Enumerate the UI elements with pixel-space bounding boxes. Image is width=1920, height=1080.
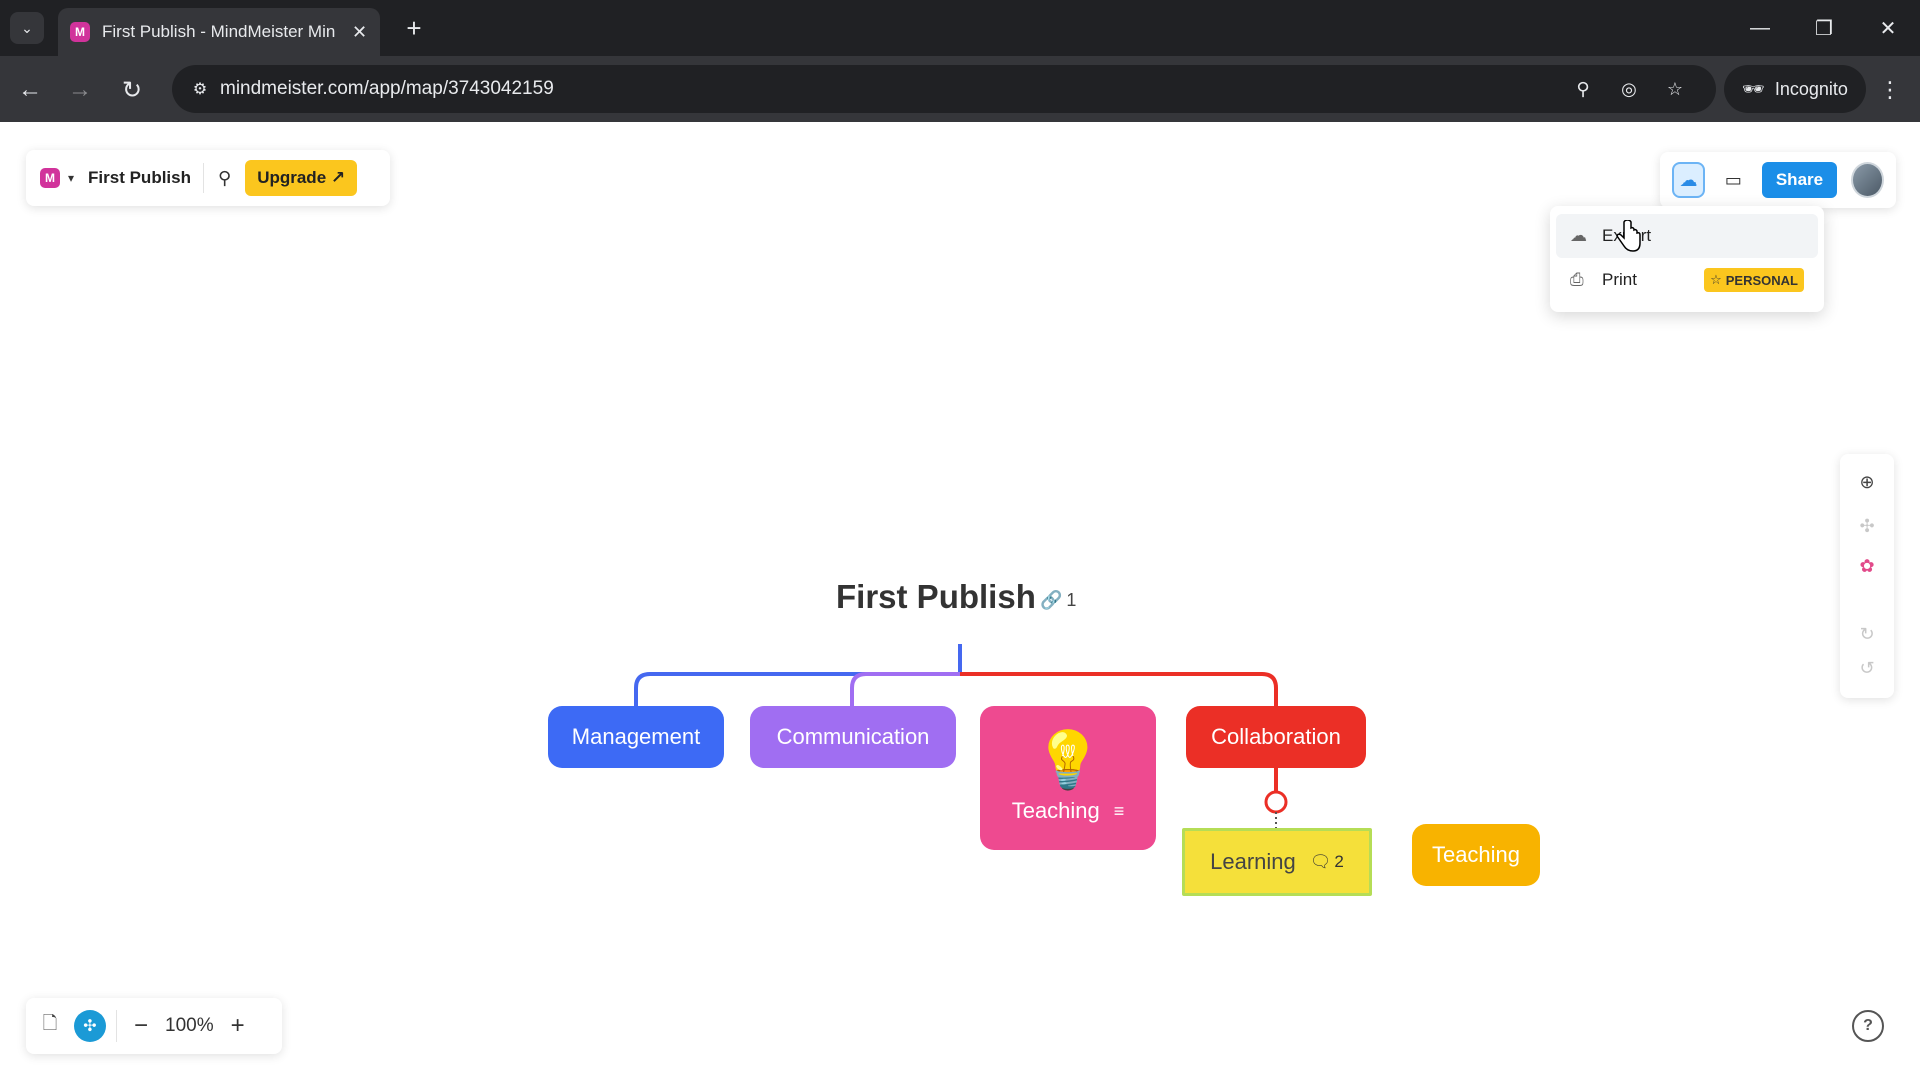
zoom-in-button[interactable]: + xyxy=(230,1012,245,1039)
zoom-controls: 🗋 ✣ − 100% + xyxy=(26,998,282,1054)
undo-icon[interactable]: ↺ xyxy=(1859,657,1875,678)
plan-badge: ☆PERSONAL xyxy=(1704,268,1804,292)
bookmark-star-icon[interactable]: ☆ xyxy=(1666,78,1684,99)
site-settings-icon[interactable]: ⚙ xyxy=(192,81,208,98)
mouse-cursor-hand-icon xyxy=(1616,220,1641,252)
presentation-icon: ▭ xyxy=(1724,169,1742,190)
address-bar[interactable]: ⚙ mindmeister.com/app/map/3743042159 ⚲ ◎… xyxy=(172,65,1716,113)
reload-button[interactable]: ↻ xyxy=(121,76,143,104)
topic-collaboration[interactable]: Collaboration xyxy=(1186,706,1366,768)
badge-text: PERSONAL xyxy=(1725,272,1798,288)
back-button[interactable]: ← xyxy=(18,76,42,103)
side-toolbar: ⊕ ✣ ✿ ↻ ↺ xyxy=(1840,454,1894,698)
menu-item-print[interactable]: ⎙ Print ☆PERSONAL xyxy=(1556,258,1818,302)
export-dropdown-menu: ☁ Export ⎙ Print ☆PERSONAL xyxy=(1550,206,1824,312)
star-icon: ☆ xyxy=(1710,272,1722,287)
browser-titlebar: ⌄ M First Publish - MindMeister Min ✕ + … xyxy=(0,0,1920,56)
tracking-protection-icon[interactable]: ◎ xyxy=(1621,78,1637,99)
root-link-indicator[interactable]: 🔗 1 xyxy=(1040,590,1076,611)
forward-button[interactable]: → xyxy=(68,76,92,103)
browser-toolbar: ← → ↻ ⚙ mindmeister.com/app/map/37430421… xyxy=(0,56,1920,122)
chevron-down-icon[interactable]: ▾ xyxy=(68,171,75,185)
connector-management xyxy=(634,672,960,706)
topic-communication[interactable]: Communication xyxy=(750,706,956,768)
search-icon[interactable]: ⚲ xyxy=(218,167,232,188)
mindmeister-favicon-icon: M xyxy=(70,22,90,42)
minimize-button[interactable]: — xyxy=(1750,16,1770,39)
mindmeister-app: M ▾ First Publish ⚲ Upgrade ↗ ☁ ▭ Share … xyxy=(0,122,1920,1080)
mindmap-view-icon[interactable]: ✣ xyxy=(74,1010,106,1042)
map-title[interactable]: First Publish xyxy=(88,168,191,187)
map-actions-bar: ☁ ▭ Share xyxy=(1660,152,1896,208)
note-icon[interactable]: ≡ xyxy=(1113,800,1125,821)
mindmeister-logo-icon[interactable]: M xyxy=(40,168,60,188)
share-button[interactable]: Share xyxy=(1761,162,1838,198)
browser-tab[interactable]: M First Publish - MindMeister Min ✕ xyxy=(58,8,380,56)
incognito-icon: 🕶 xyxy=(1742,78,1765,99)
menu-item-export[interactable]: ☁ Export xyxy=(1556,214,1818,258)
upgrade-button[interactable]: Upgrade ↗ xyxy=(245,160,358,196)
zoom-out-button[interactable]: − xyxy=(133,1012,148,1039)
link-icon: 🔗 xyxy=(1040,590,1063,610)
tab-close-icon[interactable]: ✕ xyxy=(352,21,368,42)
avatar[interactable] xyxy=(1851,162,1885,198)
layout-icon[interactable]: ✣ xyxy=(1859,515,1875,536)
close-window-button[interactable]: ✕ xyxy=(1879,17,1897,40)
topic-teaching[interactable]: 💡 Teaching ≡ xyxy=(980,706,1156,850)
root-topic[interactable]: First Publish xyxy=(836,578,1036,615)
chevron-down-icon: ⌄ xyxy=(21,19,33,36)
connector-collaboration xyxy=(960,672,1278,706)
divider xyxy=(116,1010,117,1042)
help-icon[interactable]: ? xyxy=(1852,1010,1884,1042)
printer-icon: ⎙ xyxy=(1570,270,1584,289)
comment-indicator[interactable]: 🗨 2 xyxy=(1310,852,1344,872)
presentation-button[interactable]: ▭ xyxy=(1719,164,1748,196)
map-toolbar: M ▾ First Publish ⚲ Upgrade ↗ xyxy=(26,150,390,206)
topic-label: Learning xyxy=(1210,849,1296,874)
restore-button[interactable]: ❐ xyxy=(1815,17,1833,40)
menu-item-label: Print xyxy=(1602,270,1637,289)
topic-management[interactable]: Management xyxy=(548,706,724,768)
incognito-indicator[interactable]: 🕶 Incognito xyxy=(1724,65,1866,113)
focus-icon[interactable]: ⊕ xyxy=(1859,471,1875,492)
connector-communication xyxy=(850,672,960,706)
tab-list-button[interactable]: ⌄ xyxy=(10,12,44,44)
url-text: mindmeister.com/app/map/3743042159 xyxy=(220,78,554,99)
topic-label-row: Teaching ≡ xyxy=(1012,798,1125,824)
collapse-toggle[interactable] xyxy=(1264,790,1288,814)
outline-view-icon[interactable]: 🗋 xyxy=(42,1013,58,1033)
redo-icon[interactable]: ↻ xyxy=(1859,623,1875,644)
incognito-label: Incognito xyxy=(1774,78,1848,99)
export-button[interactable]: ☁ xyxy=(1672,162,1705,198)
tab-title: First Publish - MindMeister Min xyxy=(102,22,336,41)
theme-palette-icon[interactable]: ✿ xyxy=(1859,555,1875,576)
cloud-upload-icon: ☁ xyxy=(1570,226,1587,245)
new-tab-button[interactable]: + xyxy=(406,12,422,43)
cloud-upload-icon: ☁ xyxy=(1679,169,1698,190)
topic-teaching-floating[interactable]: Teaching xyxy=(1412,824,1540,886)
comment-count: 2 xyxy=(1334,852,1344,871)
zoom-icon[interactable]: ⚲ xyxy=(1576,78,1590,99)
lightbulb-icon: 💡 xyxy=(1033,728,1103,791)
link-count: 1 xyxy=(1066,590,1077,610)
browser-menu-button[interactable]: ⋮ xyxy=(1879,77,1901,102)
map-connectors xyxy=(634,644,1288,828)
comment-icon: 🗨 xyxy=(1309,852,1332,871)
topic-label: Teaching xyxy=(1011,798,1100,823)
topic-learning[interactable]: Learning 🗨 2 xyxy=(1182,828,1372,896)
divider xyxy=(203,163,204,193)
zoom-level[interactable]: 100% xyxy=(165,1015,214,1036)
